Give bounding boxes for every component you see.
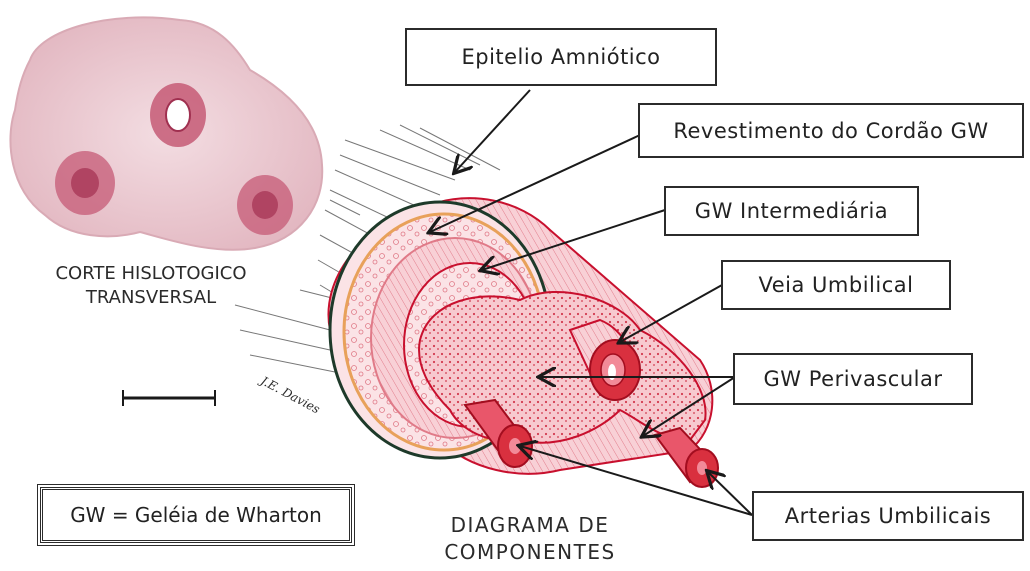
label-intermediate-gw: GW Intermediária — [664, 186, 919, 236]
label-perivascular-gw: GW Perivascular — [733, 353, 973, 405]
label-umbilical-vein: Veia Umbilical — [721, 260, 951, 310]
histology-section-image — [10, 17, 322, 249]
label-amniotic-epithelium: Epitelio Amniótico — [405, 28, 717, 86]
diagram-caption: DIAGRAMA DE COMPONENTES — [420, 512, 640, 566]
diagram-caption-line2: COMPONENTES — [420, 539, 640, 566]
diagram-caption-line1: DIAGRAMA DE — [420, 512, 640, 539]
scale-bar — [123, 390, 215, 406]
label-umbilical-arteries: Arterias Umbilicais — [752, 491, 1024, 541]
perivascular-matrix — [419, 292, 706, 443]
label-cord-lining: Revestimento do Cordão GW — [638, 103, 1024, 158]
legend-box: GW = Geléia de Wharton — [40, 487, 352, 543]
section-caption: CORTE HISLOTOGICO TRANSVERSAL — [26, 262, 276, 310]
section-caption-line2: TRANSVERSAL — [26, 286, 276, 310]
umbilical-artery-right — [655, 428, 718, 487]
section-caption-line1: CORTE HISLOTOGICO — [26, 262, 276, 286]
